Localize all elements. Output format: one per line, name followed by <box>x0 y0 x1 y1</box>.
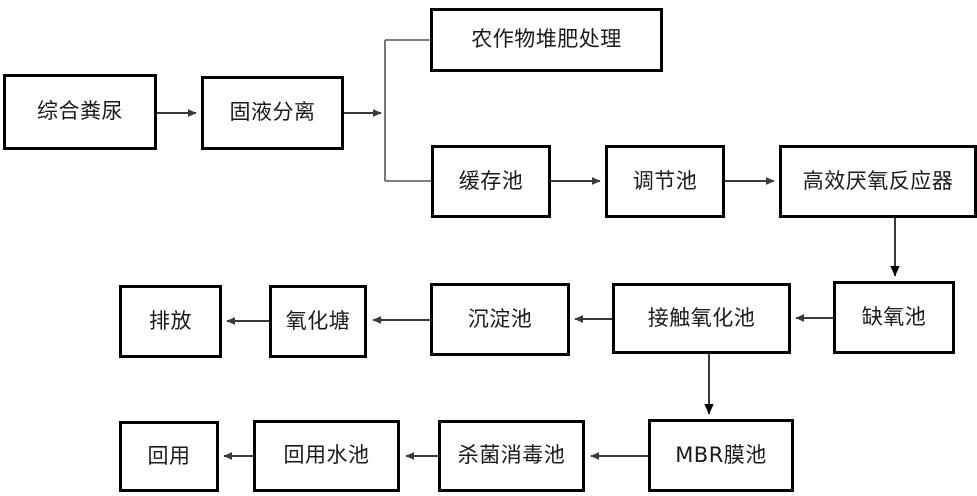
node-label: 调节池 <box>632 168 698 193</box>
node-solid-liquid-separation[interactable]: 固液分离 <box>201 76 344 150</box>
node-label: 接触氧化池 <box>647 305 756 330</box>
node-mbr-membrane-tank[interactable]: MBR膜池 <box>648 419 794 492</box>
node-comprehensive-manure[interactable]: 综合粪尿 <box>3 74 157 150</box>
node-label: 回用水池 <box>283 443 370 468</box>
node-label: 回用 <box>147 443 191 468</box>
node-crop-composting[interactable]: 农作物堆肥处理 <box>430 8 663 72</box>
node-label: 农作物堆肥处理 <box>471 27 622 52</box>
node-oxidation-pond[interactable]: 氧化塘 <box>269 285 367 358</box>
node-label: 杀菌消毒池 <box>457 443 566 468</box>
node-buffer-tank[interactable]: 缓存池 <box>431 145 551 218</box>
node-label: 固液分离 <box>229 100 316 125</box>
node-label: 沉淀池 <box>467 306 533 331</box>
node-reuse-water-tank[interactable]: 回用水池 <box>253 420 400 492</box>
node-label: 高效厌氧反应器 <box>802 168 954 193</box>
node-discharge[interactable]: 排放 <box>119 285 222 358</box>
node-reuse[interactable]: 回用 <box>119 421 219 492</box>
node-regulating-tank[interactable]: 调节池 <box>605 145 725 218</box>
node-disinfection-tank[interactable]: 杀菌消毒池 <box>438 420 585 492</box>
node-label: 排放 <box>149 308 192 333</box>
node-label: MBR膜池 <box>675 442 767 467</box>
node-anoxic-tank[interactable]: 缺氧池 <box>833 281 955 354</box>
node-label: 缺氧池 <box>861 304 927 329</box>
node-contact-oxidation-tank[interactable]: 接触氧化池 <box>612 283 791 354</box>
node-label: 氧化塘 <box>285 308 351 333</box>
node-label: 缓存池 <box>458 168 524 193</box>
node-anaerobic-reactor[interactable]: 高效厌氧反应器 <box>779 145 977 218</box>
node-label: 综合粪尿 <box>37 99 123 124</box>
node-sedimentation-tank[interactable]: 沉淀池 <box>430 283 570 356</box>
